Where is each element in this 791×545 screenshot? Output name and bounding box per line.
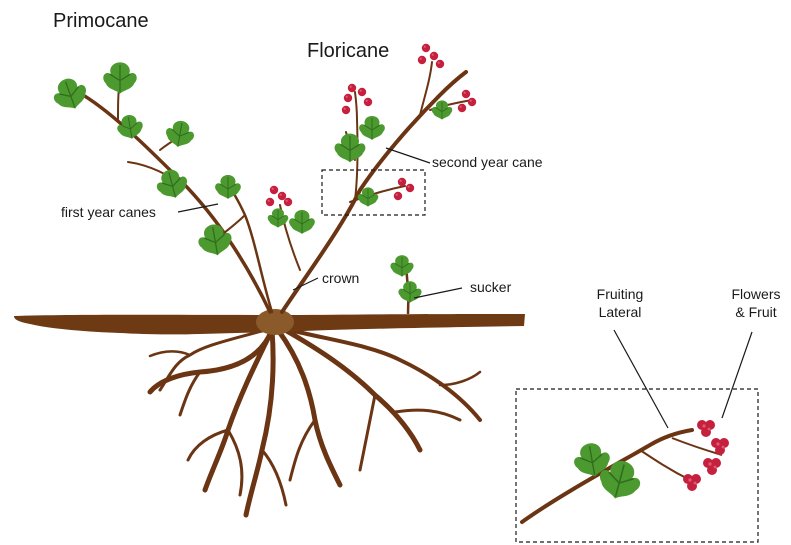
sucker-label: sucker xyxy=(470,279,511,295)
inset-detail-box xyxy=(516,389,758,542)
primocane-label: Primocane xyxy=(53,10,149,33)
floricane-stems xyxy=(280,62,472,312)
floricane-leaves xyxy=(268,100,453,234)
crown-label: crown xyxy=(322,270,359,286)
primocane-leaves xyxy=(49,62,241,258)
sucker-plant xyxy=(390,255,421,314)
flowers-fruit-line1: Flowers xyxy=(726,285,786,303)
second-year-cane-label: second year cane xyxy=(432,154,543,170)
flowers-fruit-line2: & Fruit xyxy=(726,303,786,321)
inset-lateral xyxy=(522,420,729,522)
floricane-label: Floricane xyxy=(307,40,389,63)
crown xyxy=(256,309,294,335)
flowers-fruit-label: Flowers & Fruit xyxy=(726,285,786,321)
root-system xyxy=(150,330,480,515)
fruiting-lateral-label: Fruiting Lateral xyxy=(584,285,656,321)
fruiting-lateral-line2: Lateral xyxy=(584,303,656,321)
fruiting-lateral-line1: Fruiting xyxy=(584,285,656,303)
first-year-canes-label: first year canes xyxy=(61,204,156,220)
